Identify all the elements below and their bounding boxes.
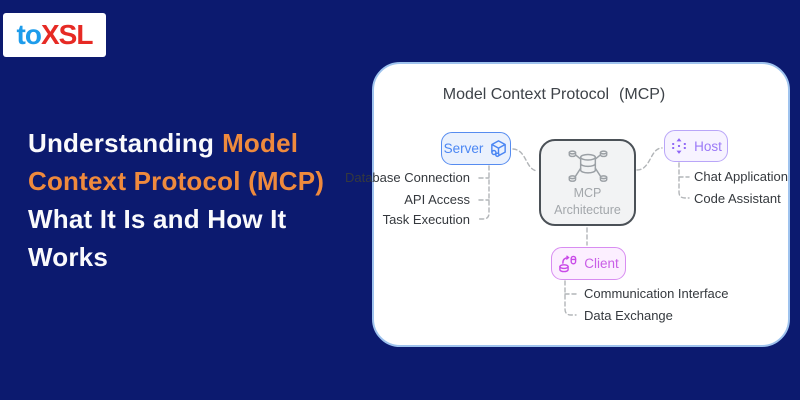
center-node-label-line2: Architecture — [554, 203, 621, 217]
headline-word-understanding: Understanding — [28, 128, 215, 158]
client-feature-data-exchange: Data Exchange — [584, 308, 673, 323]
server-cube-icon — [491, 140, 507, 158]
client-feature-communication-interface: Communication Interface — [584, 286, 729, 301]
client-label: Client — [584, 256, 619, 271]
host-feature-chat-application: Chat Application — [694, 169, 788, 184]
host-badge: Host — [664, 130, 728, 162]
host-move-icon — [672, 138, 686, 154]
client-data-sync-icon — [559, 255, 577, 272]
diagram-panel: Model Context Protocol(MCP) — [345, 62, 790, 347]
headline-line-4: Works — [28, 242, 108, 272]
host-feature-code-assistant: Code Assistant — [694, 191, 781, 206]
server-feature-api-access: API Access — [404, 192, 470, 207]
headline-line-3: What It Is and How It — [28, 204, 287, 234]
headline-word-model: Model — [222, 128, 299, 158]
database-network-icon — [568, 150, 607, 182]
diagram-title: Model Context Protocol(MCP) — [442, 86, 666, 103]
server-feature-database-connection: Database Connection — [344, 170, 470, 185]
headline-line-2: Context Protocol (MCP) — [28, 166, 325, 196]
client-badge: Client — [551, 247, 626, 280]
host-label: Host — [694, 138, 722, 154]
center-node-label-line1: MCP — [573, 186, 602, 200]
server-feature-task-execution: Task Execution — [382, 212, 470, 227]
logo-text-to: to — [16, 19, 42, 50]
server-label: Server — [443, 141, 484, 156]
mcp-architecture-node: MCP Architecture — [539, 139, 636, 226]
logo-text-xsl: XSL — [40, 19, 93, 50]
server-badge: Server — [441, 132, 511, 165]
